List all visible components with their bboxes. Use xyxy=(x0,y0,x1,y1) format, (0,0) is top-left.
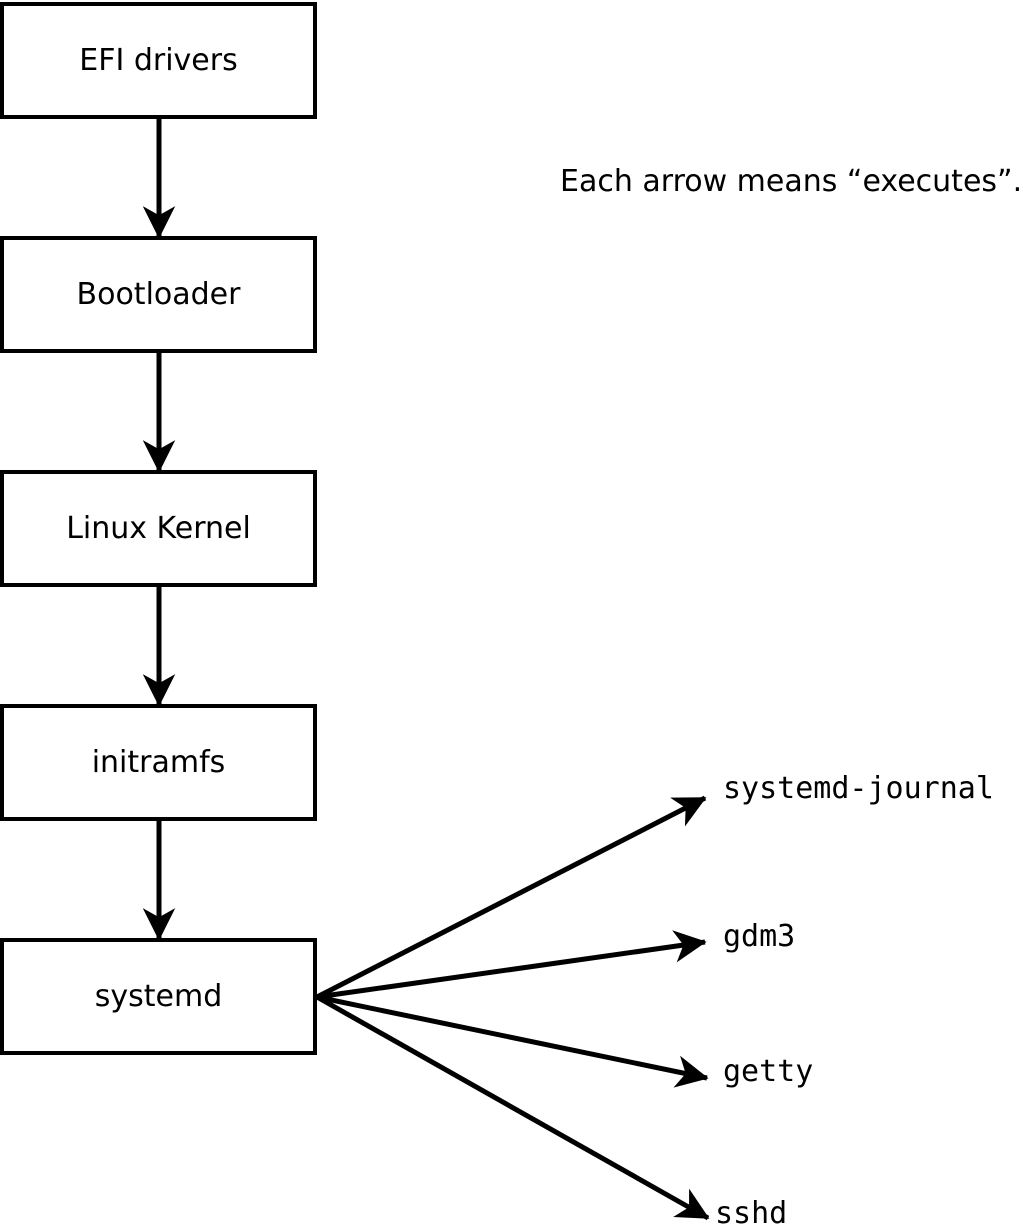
arrow-systemd-to-sshd xyxy=(315,994,710,1221)
node-efi-drivers-label: EFI drivers xyxy=(79,42,238,78)
node-bootloader-label: Bootloader xyxy=(76,276,241,312)
node-systemd: systemd xyxy=(0,938,317,1055)
node-systemd-journal-label: systemd-journal xyxy=(723,771,994,806)
arrow-systemd-to-systemd-journal xyxy=(315,795,707,1000)
arrow-systemd-to-getty xyxy=(316,994,709,1088)
node-initramfs: initramfs xyxy=(0,704,317,821)
node-efi-drivers: EFI drivers xyxy=(0,2,317,119)
arrow-meaning-note: Each arrow means “executes”. xyxy=(560,164,1023,199)
node-systemd-label: systemd xyxy=(94,978,223,1014)
node-initramfs-label: initramfs xyxy=(91,744,226,780)
node-linux-kernel: Linux Kernel xyxy=(0,470,317,587)
node-bootloader: Bootloader xyxy=(0,236,317,353)
node-getty-label: getty xyxy=(723,1054,814,1089)
node-gdm3-label: gdm3 xyxy=(723,919,796,954)
node-linux-kernel-label: Linux Kernel xyxy=(66,510,251,546)
arrow-systemd-to-gdm3 xyxy=(316,930,707,1000)
node-sshd-label: sshd xyxy=(715,1196,788,1230)
